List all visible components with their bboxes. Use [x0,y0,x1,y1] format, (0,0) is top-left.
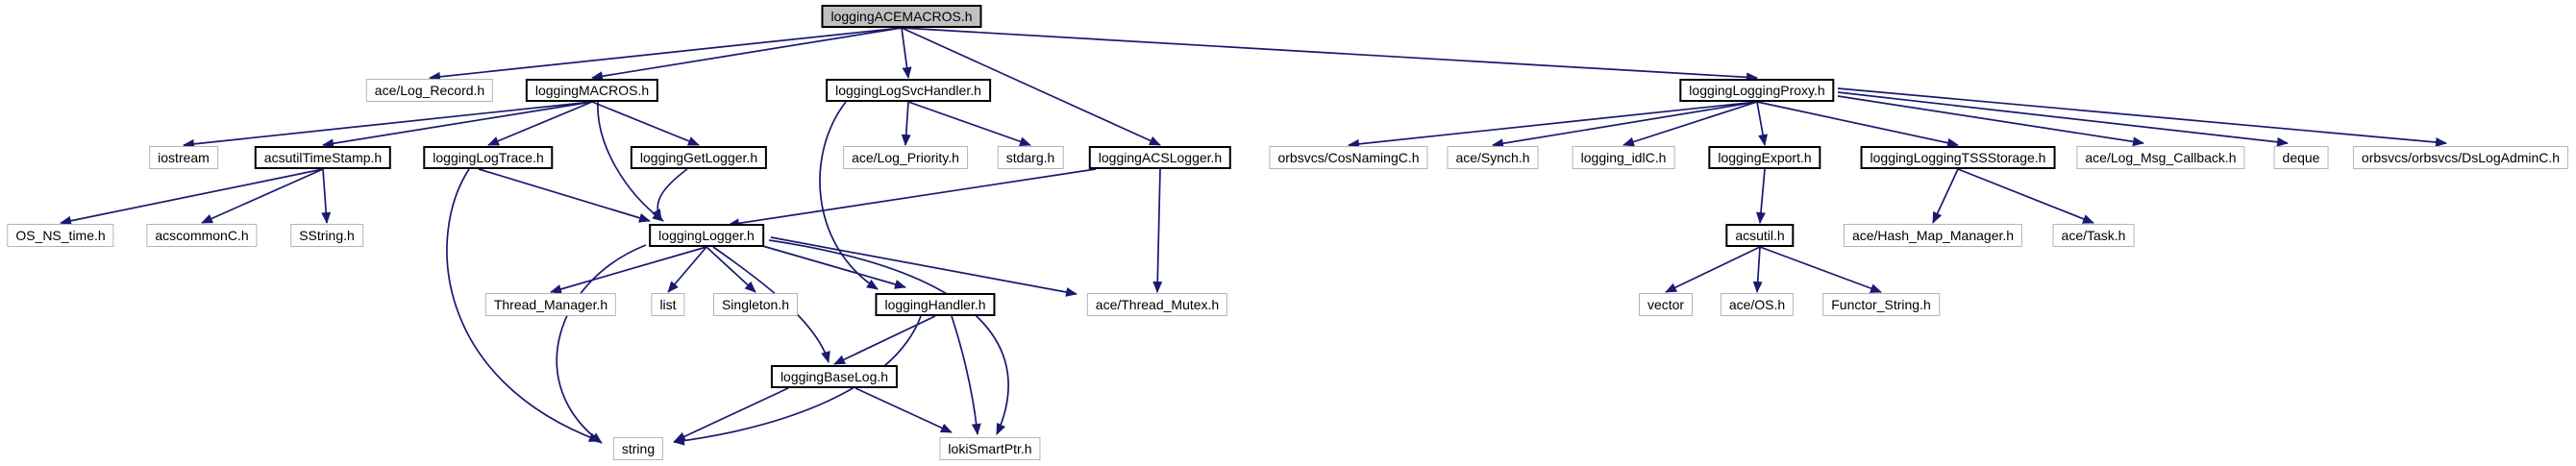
node-loki[interactable]: lokiSmartPtr.h [939,437,1041,460]
node-acscommon[interactable]: acscommonC.h [146,224,258,247]
edge-acslogger-mutex [1152,168,1163,293]
edge-acsutil-functor [1759,246,1882,293]
node-baselog[interactable]: loggingBaseLog.h [770,365,899,388]
edge-proxy-dslog [1837,87,2447,147]
node-log_record[interactable]: ace/Log_Record.h [365,79,494,102]
edge-proxy-synch [1492,101,1758,149]
edge-logger-singleton [706,246,756,293]
node-handler[interactable]: loggingHandler.h [875,293,996,316]
edge-proxy-cosnaming [1348,101,1758,149]
edge-trace-logger [478,168,651,223]
node-iostream[interactable]: iostream [149,146,218,169]
node-list[interactable]: list [651,293,685,316]
edge-logger-mutex [770,236,1077,297]
node-aceos[interactable]: ace/OS.h [1720,293,1795,316]
node-dslog[interactable]: orbsvcs/orbsvcs/DsLogAdminC.h [2352,146,2569,169]
edge-handler-baselog [833,315,936,365]
node-getlogger[interactable]: loggingGetLogger.h [630,146,768,169]
node-root[interactable]: loggingACEMACROS.h [821,5,982,28]
edge-proxy-deque [1837,91,2289,147]
edge-root-macros [591,27,903,82]
edge-svc-priority [901,101,911,146]
edge-macros-logger [597,101,664,222]
node-macros[interactable]: loggingMACROS.h [525,79,659,102]
node-task[interactable]: ace/Task.h [2052,224,2135,247]
node-functor[interactable]: Functor_String.h [1822,293,1940,316]
edge-timestamp-acscommon [201,168,324,224]
edge-macros-iostream [183,101,593,149]
node-singleton[interactable]: Singleton.h [712,293,799,316]
node-vector[interactable]: vector [1638,293,1694,316]
node-proxy[interactable]: loggingLoggingProxy.h [1679,79,1835,102]
edge-root-proxy [901,27,1758,83]
edge-getlogger-logger [652,168,688,221]
node-synch[interactable]: ace/Synch.h [1447,146,1539,169]
edge-export-acsutil [1755,168,1766,224]
edge-svc-handler [819,101,879,290]
edge-macros-trace [487,101,593,146]
edge-logger-threadmgr [550,246,707,294]
edge-handler-loki [951,315,981,435]
node-deque[interactable]: deque [2273,146,2329,169]
edge-acsutil-aceos [1752,246,1763,293]
node-logger[interactable]: loggingLogger.h [649,224,764,247]
node-callback[interactable]: ace/Log_Msg_Callback.h [2076,146,2245,169]
node-trace[interactable]: loggingLogTrace.h [423,146,554,169]
edge-handler-string [673,315,922,446]
node-string[interactable]: string [612,437,664,460]
edge-trace-string [446,168,601,442]
node-osns[interactable]: OS_NS_time.h [7,224,114,247]
node-cosnaming[interactable]: orbsvcs/CosNamingC.h [1269,146,1428,169]
edge-timestamp-osns [60,168,324,226]
edge-timestamp-sstring [321,168,332,224]
node-export[interactable]: loggingExport.h [1708,146,1821,169]
edge-proxy-callback [1837,95,2144,147]
edge-baselog-string [674,387,789,442]
node-idlc[interactable]: logging_idlC.h [1572,146,1675,169]
edge-tss-hashmap [1932,168,1959,224]
edge-macros-getlogger [591,101,700,146]
node-stdarg[interactable]: stdarg.h [997,146,1064,169]
edge-proxy-tss [1756,101,1959,148]
edge-proxy-idlc [1622,101,1758,147]
edge-baselog-loki [855,387,953,433]
edge-logger-loki [768,239,1009,435]
edge-root-acslogger [901,27,1161,146]
node-tss[interactable]: loggingLoggingTSSStorage.h [1860,146,2056,169]
node-mutex[interactable]: ace/Thread_Mutex.h [1086,293,1228,316]
edge-acslogger-logger [728,168,1097,229]
edge-logger-handler [758,244,906,289]
edge-acsutil-vector [1665,246,1761,293]
node-timestamp[interactable]: acsutilTimeStamp.h [254,146,392,169]
edge-macros-timestamp [322,101,593,149]
edge-tss-task [1957,168,2094,224]
node-acsutil[interactable]: acsutil.h [1725,224,1795,247]
edge-svc-stdarg [907,101,1031,147]
node-priority[interactable]: ace/Log_Priority.h [843,146,968,169]
node-threadmgr[interactable]: Thread_Manager.h [484,293,617,316]
node-hashmap[interactable]: ace/Hash_Map_Manager.h [1843,224,2023,247]
edge-logger-string [556,244,647,444]
node-svc[interactable]: loggingLogSvcHandler.h [826,79,991,102]
edge-root-log_record [429,27,903,82]
node-sstring[interactable]: SString.h [290,224,363,247]
edge-proxy-export [1756,101,1768,146]
edge-logger-list [667,246,707,293]
edge-root-svc [901,27,912,79]
node-acslogger[interactable]: loggingACSLogger.h [1088,146,1232,169]
